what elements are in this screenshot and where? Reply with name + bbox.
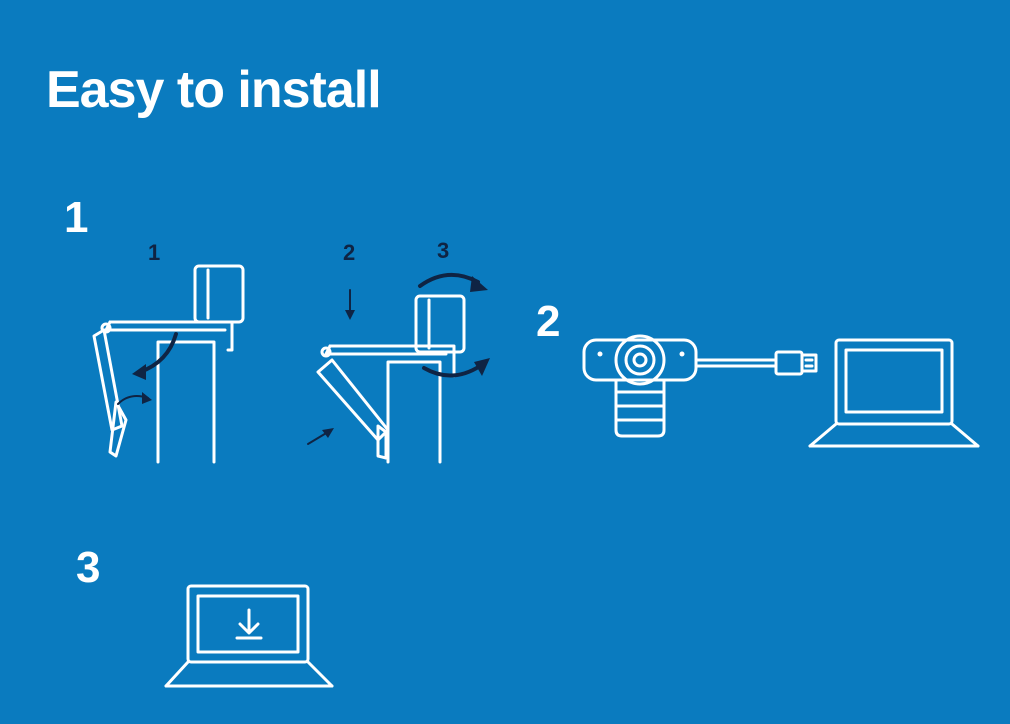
step-1-number: 1	[64, 193, 89, 242]
usb-cable-icon	[694, 350, 818, 376]
laptop-icon	[808, 338, 980, 448]
step-2-number: 2	[536, 297, 561, 346]
step-1-sub-2: 2	[343, 240, 356, 265]
webcam-mount-attach-icon	[316, 294, 466, 464]
webcam-icon	[582, 334, 698, 438]
webcam-mount-unfold-icon	[92, 264, 245, 464]
step-1-sub-1: 1	[148, 240, 161, 265]
step-3-number: 3	[76, 543, 101, 592]
page-title: Easy to install	[46, 61, 382, 119]
mount-arrows-icon	[307, 272, 490, 445]
download-icon	[235, 608, 263, 640]
step-1-sub-3: 3	[437, 238, 450, 263]
laptop-download-icon	[164, 584, 334, 688]
rotate-arrow-icon	[117, 332, 178, 405]
